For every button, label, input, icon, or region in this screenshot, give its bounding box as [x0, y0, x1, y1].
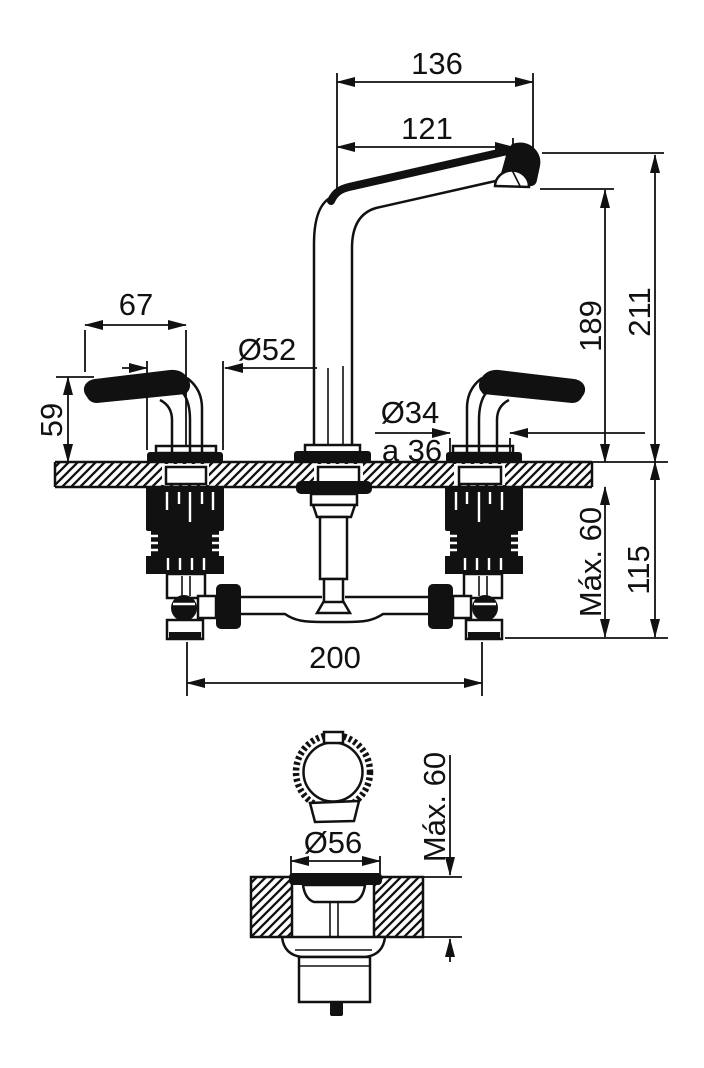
valve-cartridge — [146, 486, 224, 574]
dim-label-max-deck-thickness: Máx. 60 — [573, 507, 608, 617]
front-view: 136 121 67 59 Ø52 Ø34 a 36 189 211 Máx. … — [34, 46, 668, 696]
dim-label-rosette-diameter: Ø52 — [238, 332, 297, 367]
spout-aerator — [493, 169, 531, 189]
front-view-dimensions: 136 121 67 59 Ø52 Ø34 a 36 189 211 Máx. … — [34, 46, 668, 696]
dim-label-below-deck-depth: 115 — [621, 545, 656, 594]
drain-view: Ø56 Máx. 60 — [249, 730, 462, 1016]
spout-escutcheon — [294, 451, 371, 463]
dim-label-outlet-height: 189 — [573, 300, 608, 352]
spout-top-edge — [327, 145, 520, 205]
drain-locknut — [280, 935, 387, 959]
left-handle-assembly — [83, 369, 241, 641]
dim-label-hole-diameter: Ø34 — [381, 395, 440, 430]
dim-label-hole-diameter-to: a 36 — [382, 433, 442, 468]
drain-flange — [289, 873, 382, 885]
handle-lever — [83, 369, 191, 403]
dim-label-overall-height: 211 — [622, 287, 657, 336]
rosette-step — [154, 444, 218, 455]
supply-pipe — [241, 595, 428, 624]
drain-knob — [292, 730, 374, 824]
knob-base-disc — [308, 799, 361, 824]
supply-connection — [165, 572, 241, 641]
dim-label-flange-diameter: Ø56 — [304, 825, 363, 860]
drain-body — [280, 873, 387, 1016]
deck-cross-section — [53, 460, 594, 489]
spout-under-deck-mount — [296, 481, 372, 615]
dim-label-drain-max-deck-thickness: Máx. 60 — [417, 752, 452, 862]
drain-tailpiece — [297, 955, 372, 1004]
dim-label-spout-reach: 121 — [401, 111, 453, 146]
drain-view-dimensions: Ø56 Máx. 60 — [290, 752, 462, 962]
dim-label-handle-length: 67 — [119, 287, 153, 322]
right-handle-assembly — [426, 368, 587, 641]
dim-label-handle-centers: 200 — [309, 640, 361, 675]
spout — [294, 142, 541, 463]
dim-label-handle-height: 59 — [34, 403, 69, 437]
drain-deck-cross-section — [249, 875, 425, 939]
dim-label-spout-overall-reach: 136 — [411, 46, 463, 81]
handle-rosette — [147, 452, 223, 463]
